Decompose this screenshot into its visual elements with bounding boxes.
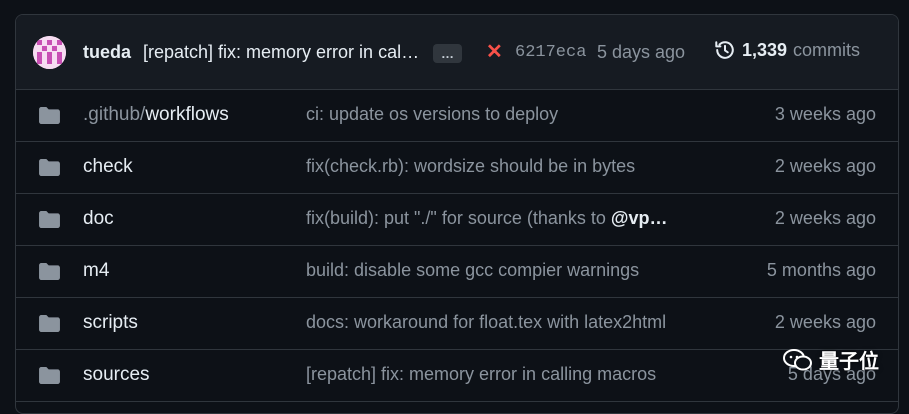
watermark-text: 量子位 (819, 351, 879, 373)
latest-commit-bar: tueda [repatch] fix: memory error in cal… (16, 15, 898, 90)
file-commit-age: 2 weeks ago (774, 208, 876, 228)
file-name[interactable]: doc (83, 208, 114, 230)
commit-time: 5 days ago (597, 42, 686, 62)
file-row[interactable]: check fix(check.rb): wordsize should be … (16, 142, 898, 194)
expand-message-button[interactable]: … (433, 44, 462, 63)
file-row[interactable]: doc fix(build): put "./" for source (tha… (16, 194, 898, 246)
file-commit-message[interactable]: ci: update os versions to deploy (306, 104, 558, 125)
file-name-text[interactable]: m4 (83, 260, 110, 281)
file-row[interactable]: m4 build: disable some gcc compier warni… (16, 246, 898, 298)
file-commit-text[interactable]: fix(check.rb): wordsize should be in byt… (306, 156, 636, 176)
file-name[interactable]: check (83, 156, 133, 178)
file-name-text[interactable]: doc (83, 208, 114, 229)
commit-history-link[interactable]: 1,339 commits (714, 39, 860, 61)
folder-icon (39, 210, 60, 229)
file-commit-age: 5 months ago (766, 260, 876, 280)
file-commit-message[interactable]: fix(check.rb): wordsize should be in byt… (306, 156, 635, 177)
commit-count: 1,339 (742, 39, 788, 60)
file-name-text[interactable]: workflows (145, 104, 229, 125)
file-commit-age: 2 weeks ago (774, 312, 876, 332)
file-row[interactable]: sources [repatch] fix: memory error in c… (16, 350, 898, 402)
watermark: 量子位 (783, 345, 879, 374)
file-commit-text[interactable]: fix(build): put "./" for source (thanks … (306, 208, 611, 228)
folder-icon (39, 158, 60, 177)
commit-author[interactable]: tueda (83, 42, 132, 62)
file-commit-message[interactable]: fix(build): put "./" for source (thanks … (306, 208, 667, 229)
file-name[interactable]: .github/workflows (83, 104, 229, 126)
file-name[interactable]: scripts (83, 312, 138, 334)
folder-icon (39, 262, 60, 281)
avatar[interactable] (33, 36, 66, 69)
commit-message[interactable]: [repatch] fix: memory error in calling m… (143, 42, 423, 62)
file-commit-message[interactable]: build: disable some gcc compier warnings (306, 260, 639, 281)
folder-icon (39, 106, 60, 125)
folder-icon (39, 366, 60, 385)
folder-icon (39, 314, 60, 333)
file-row[interactable]: scripts docs: workaround for float.tex w… (16, 298, 898, 350)
x-icon[interactable]: ✕ (486, 41, 503, 63)
file-name-text[interactable]: scripts (83, 312, 138, 333)
file-commit-text[interactable]: ci: update os versions to deploy (306, 104, 559, 124)
file-name[interactable]: m4 (83, 260, 109, 282)
user-mention[interactable]: @vp… (610, 208, 668, 228)
file-row[interactable]: .github/workflows ci: update os versions… (16, 90, 898, 142)
history-icon (715, 41, 734, 59)
commit-sha[interactable]: 6217eca (515, 43, 587, 62)
file-browser: tueda [repatch] fix: memory error in cal… (15, 14, 899, 414)
file-name[interactable]: sources (83, 364, 150, 386)
file-list: .github/workflows ci: update os versions… (16, 90, 898, 402)
file-commit-message[interactable]: [repatch] fix: memory error in calling m… (306, 364, 656, 385)
file-name-text[interactable]: sources (83, 364, 150, 385)
file-commit-text[interactable]: [repatch] fix: memory error in calling m… (306, 364, 657, 384)
file-path-prefix[interactable]: .github/ (83, 104, 146, 125)
file-commit-text[interactable]: build: disable some gcc compier warnings (306, 260, 640, 280)
file-commit-age: 3 weeks ago (774, 104, 876, 124)
file-commit-text[interactable]: docs: workaround for float.tex with late… (306, 312, 667, 332)
file-commit-age: 2 weeks ago (774, 156, 876, 176)
file-commit-message[interactable]: docs: workaround for float.tex with late… (306, 312, 666, 333)
commits-label: commits (793, 39, 861, 60)
chat-bubbles-icon (783, 348, 812, 370)
file-name-text[interactable]: check (83, 156, 133, 177)
file-commit-age: 5 days ago (787, 364, 876, 384)
